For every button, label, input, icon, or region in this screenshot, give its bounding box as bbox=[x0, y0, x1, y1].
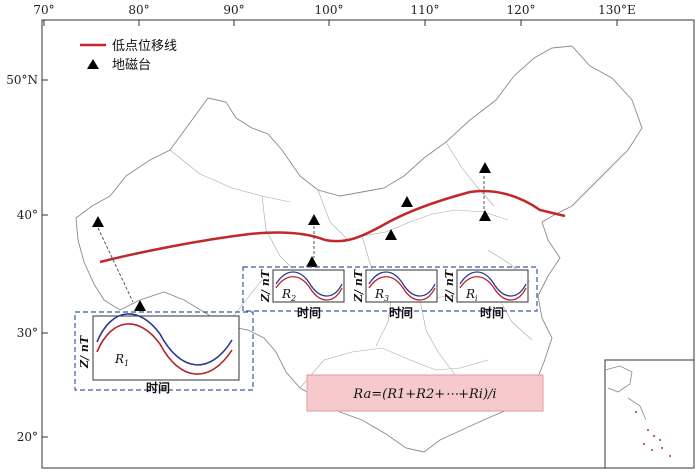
top-ticks bbox=[43, 20, 618, 26]
lon-label-70: 70° bbox=[33, 3, 54, 17]
lat-label-50: 50°N bbox=[6, 73, 38, 87]
inset-r1: Z/ nT R1 时间 bbox=[78, 313, 240, 395]
inset-ri-blue-curve bbox=[459, 271, 527, 297]
legend-station-label: 地磁台 bbox=[112, 58, 151, 73]
inset-r2-xlabel: 时间 bbox=[297, 305, 321, 320]
inset-r3: Z/ nT R3 时间 bbox=[352, 269, 438, 320]
lon-label-100: 100° bbox=[315, 3, 344, 17]
formula-box bbox=[306, 374, 544, 412]
lon-label-80: 80° bbox=[128, 3, 149, 17]
inset-r2-red-curve bbox=[275, 276, 343, 301]
inset-r3-xlabel: 时间 bbox=[389, 305, 413, 320]
lon-label-90: 90° bbox=[223, 3, 244, 17]
inset-r1-blue-curve bbox=[96, 313, 233, 366]
geomagnetic-stations bbox=[92, 162, 491, 311]
inset-r2-ylabel: Z/ nT bbox=[259, 269, 272, 303]
inset-ri: Z/ nT Ri 时间 bbox=[443, 269, 529, 320]
legend-station-swatch bbox=[87, 59, 99, 69]
inset-r3-red-curve bbox=[368, 276, 436, 301]
lon-label-110: 110° bbox=[411, 3, 440, 17]
lon-label-130: 130°E bbox=[598, 3, 636, 17]
inset-r2-blue-curve bbox=[275, 271, 343, 297]
station-marker bbox=[479, 210, 491, 221]
inset-r1-plot bbox=[92, 315, 240, 381]
inset-ri-rlabel: Ri bbox=[465, 287, 478, 303]
inset-islands bbox=[635, 411, 671, 457]
inset-r2: Z/ nT R2 时间 bbox=[259, 269, 345, 320]
lat-label-40: 40° bbox=[17, 208, 38, 222]
inset-r1-ylabel: Z/ nT bbox=[78, 335, 91, 369]
inset-ri-xlabel: 时间 bbox=[480, 305, 504, 320]
inset-r3-rlabel: R3 bbox=[374, 287, 389, 303]
inset-r3-ylabel: Z/ nT bbox=[352, 269, 365, 303]
station-connectors bbox=[97, 176, 485, 303]
inset-coastline bbox=[604, 365, 647, 421]
inset-r1-xlabel: 时间 bbox=[146, 380, 170, 395]
station-marker bbox=[92, 216, 104, 227]
station-marker bbox=[385, 229, 397, 240]
legend-line-label: 低点位移线 bbox=[112, 39, 177, 54]
low-point-displacement-line bbox=[99, 189, 566, 264]
lat-label-30: 30° bbox=[17, 326, 38, 340]
station-marker bbox=[401, 196, 413, 207]
formula-text: Ra=(R1+R2+⋯+Ri)/i bbox=[352, 387, 496, 402]
small-insets-dashed-box bbox=[242, 266, 538, 312]
lon-label-120: 120° bbox=[507, 3, 536, 17]
station-marker bbox=[479, 162, 491, 173]
lat-label-20: 20° bbox=[17, 430, 38, 444]
station-marker bbox=[306, 256, 318, 267]
inset-ri-red-curve bbox=[459, 276, 527, 301]
inset-r1-rlabel: R1 bbox=[114, 352, 129, 368]
inset-r1-red-curve bbox=[96, 323, 233, 375]
station-marker bbox=[308, 214, 320, 225]
inset-ri-ylabel: Z/ nT bbox=[443, 269, 456, 303]
inset-r2-rlabel: R2 bbox=[281, 287, 296, 303]
large-inset-dashed-box bbox=[74, 311, 254, 391]
left-ticks bbox=[42, 79, 48, 438]
inset-r3-blue-curve bbox=[368, 271, 436, 297]
station-marker bbox=[134, 300, 146, 311]
south-china-sea-inset bbox=[604, 359, 695, 469]
